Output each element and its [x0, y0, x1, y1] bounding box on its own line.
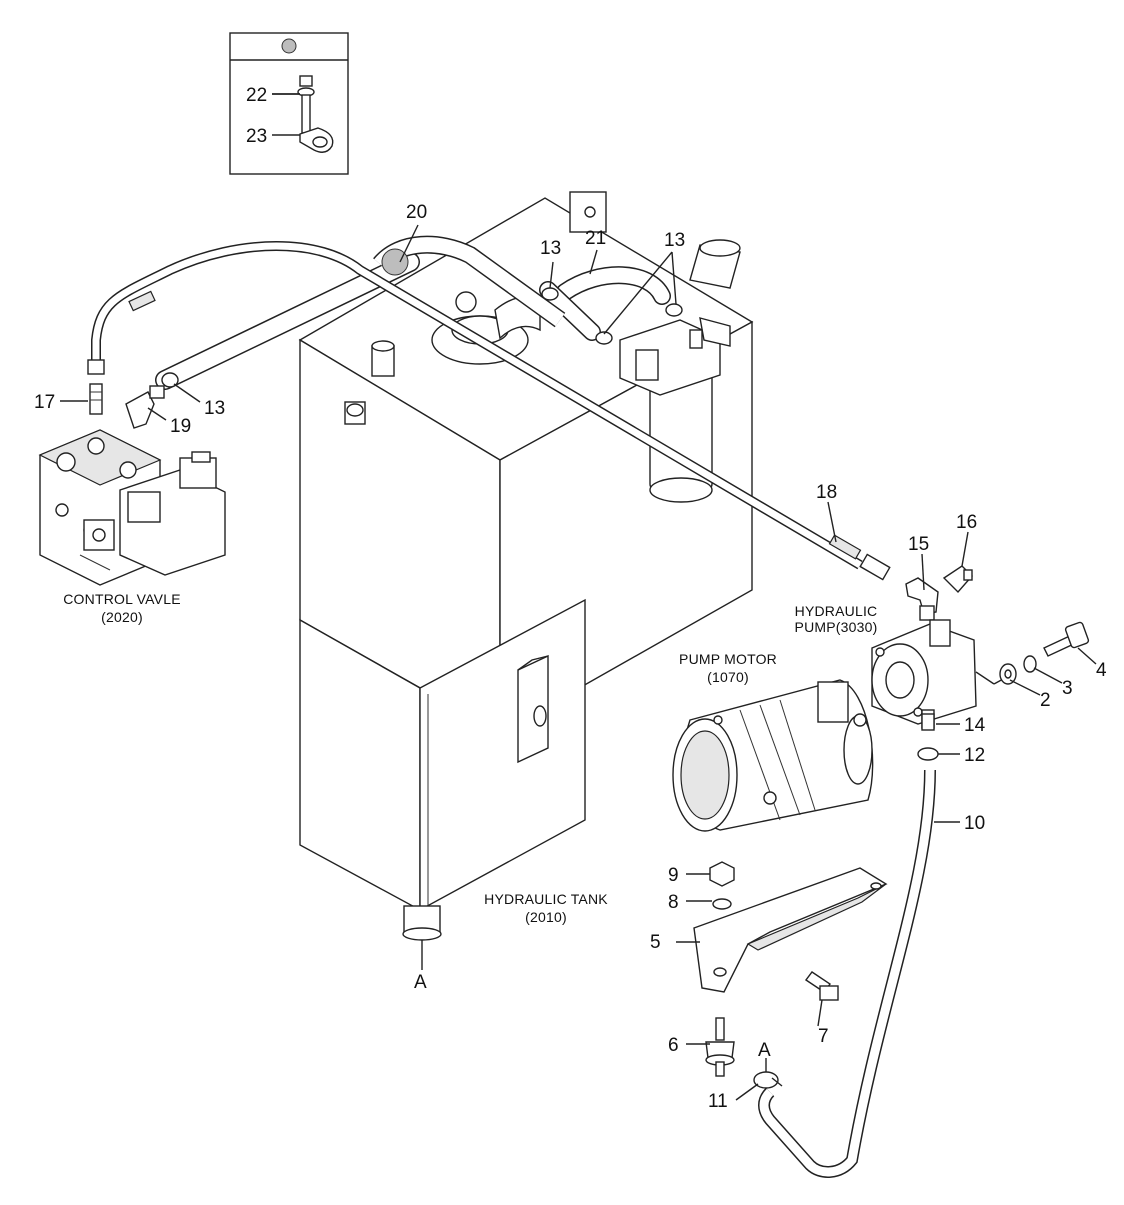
clamp-12: [917, 747, 939, 761]
washer-2: [999, 663, 1017, 685]
label-control-valve: CONTROL VAVLE: [63, 591, 180, 607]
label-hydraulic-pump-no: PUMP(3030): [795, 619, 878, 635]
callouts: 2 3 4 5 6 7 8 9 10 11 12 13 13 13 14 15 …: [34, 202, 1107, 1112]
nipple-14: [921, 713, 935, 731]
component-labels: CONTROL VAVLE (2020) HYDRAULIC PUMP(3030…: [63, 591, 877, 925]
callout-8: 8: [668, 892, 679, 913]
callout-19: 19: [170, 416, 191, 437]
callout-23: 23: [246, 126, 267, 147]
callout-2: 2: [1040, 690, 1051, 711]
callout-a-hose: A: [758, 1040, 771, 1061]
inset-dot-icon: [281, 38, 297, 54]
hose-18: [91, 241, 891, 581]
nut-9: [709, 861, 735, 887]
label-hydraulic-tank-no: (2010): [525, 909, 567, 925]
detail-inset: 22 23: [229, 32, 349, 175]
hose-10: [758, 769, 936, 1178]
label-hydraulic-tank: HYDRAULIC TANK: [484, 891, 608, 907]
callout-13-c: 13: [204, 398, 225, 419]
fitting-19: [125, 385, 165, 429]
bolt-22: [297, 75, 315, 134]
label-pump-motor-no: (1070): [707, 669, 749, 685]
bolt-7: [804, 971, 839, 1001]
clamp-23: [299, 127, 334, 153]
callout-7: 7: [818, 1026, 829, 1047]
mount-6: [705, 1017, 735, 1077]
bolt-4: [1043, 621, 1090, 657]
hydraulic-tank: [298, 191, 754, 941]
washer-8: [712, 898, 732, 910]
inset-frame: [229, 32, 349, 175]
washer-3: [1023, 655, 1037, 673]
fitting-15: [905, 577, 939, 621]
callout-20: 20: [406, 202, 427, 223]
label-control-valve-no: (2020): [101, 609, 143, 625]
fitting-17: [87, 359, 105, 415]
callout-22: 22: [246, 85, 267, 106]
clamp-11: [753, 1071, 783, 1089]
hydraulic-pump: [871, 619, 1017, 729]
bracket-5: [693, 867, 888, 993]
fitting-16: [942, 565, 973, 594]
callout-17: 17: [34, 392, 55, 413]
callout-11: 11: [708, 1091, 728, 1112]
callout-3: 3: [1062, 678, 1073, 699]
callout-5: 5: [650, 932, 661, 953]
callout-12: 12: [964, 745, 985, 766]
callout-10: 10: [964, 813, 985, 834]
label-hydraulic-pump: HYDRAULIC: [795, 603, 878, 619]
callout-15: 15: [908, 534, 929, 555]
label-pump-motor: PUMP MOTOR: [679, 651, 777, 667]
callout-13-b: 13: [664, 230, 685, 251]
hose-clamps-13: [161, 287, 683, 388]
callout-18: 18: [816, 482, 837, 503]
callout-13-a: 13: [540, 238, 561, 259]
hose-20-marker: [373, 235, 566, 328]
callout-6: 6: [668, 1035, 679, 1056]
leader-lines: [60, 93, 1097, 1101]
hose-21: [556, 266, 671, 305]
hose-13-short: [155, 252, 601, 390]
callout-21: 21: [585, 228, 606, 249]
callout-4: 4: [1096, 660, 1107, 681]
callout-a-tank: A: [414, 972, 427, 993]
callout-9: 9: [668, 865, 679, 886]
callout-14: 14: [964, 715, 986, 736]
control-valve: [38, 429, 226, 586]
callout-16: 16: [956, 512, 977, 533]
pump-motor: [672, 679, 874, 832]
